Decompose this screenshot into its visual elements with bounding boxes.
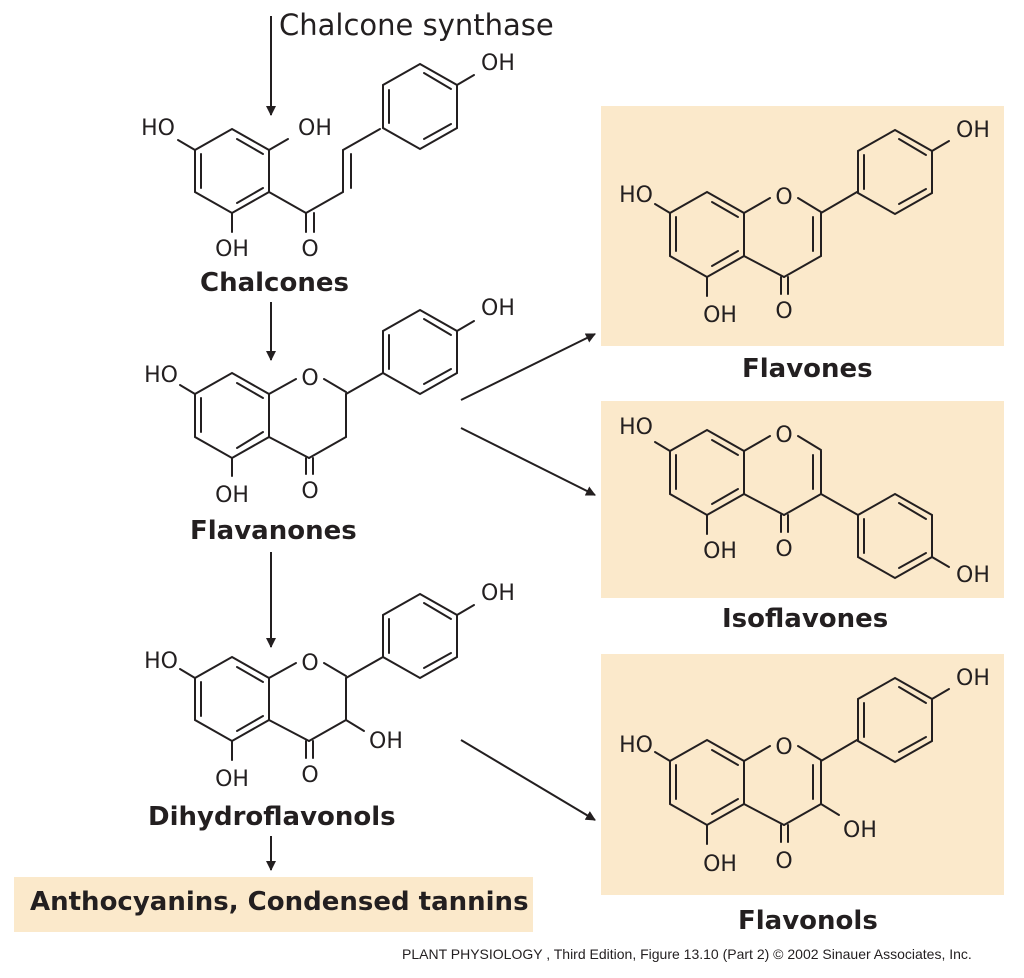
- isoflavone-oh-para: OH: [956, 563, 990, 588]
- flavanone-oh-para: OH: [481, 296, 515, 321]
- flavonols-label: Flavonols: [738, 906, 878, 936]
- flavone-oh-para: OH: [956, 118, 990, 143]
- dihydroflavonol-oh-3: OH: [369, 729, 403, 754]
- flavonol-oh-para: OH: [956, 666, 990, 691]
- flavone-ho: HO: [619, 183, 653, 208]
- flavanone-ho: HO: [144, 363, 178, 388]
- flavonol-oh-bottom: OH: [703, 852, 737, 877]
- dihydroflavonol-carbonyl-o: O: [301, 763, 318, 788]
- isoflavone-structure: [654, 428, 950, 580]
- dihydroflavonol-oh-bottom: OH: [215, 767, 249, 792]
- isoflavones-label: Isoflavones: [722, 604, 889, 634]
- chalcone-ho: HO: [141, 116, 175, 141]
- arrow-to-isoflavones: [460, 427, 596, 496]
- flavones-label: Flavones: [742, 354, 873, 384]
- flavone-oh-bottom: OH: [703, 303, 737, 328]
- flavones-panel: [601, 106, 1004, 346]
- chalcone-oh-bottom: OH: [215, 237, 249, 262]
- end-products-label: Anthocyanins, Condensed tannins: [30, 887, 529, 917]
- chalcone-oh-ortho: OH: [298, 116, 332, 141]
- arrow-to-flavonols: [460, 739, 596, 821]
- flavanone-oh-bottom: OH: [215, 483, 249, 508]
- figure-credit: PLANT PHYSIOLOGY , Third Edition, Figure…: [402, 946, 972, 962]
- isoflavones-panel: [601, 401, 1004, 598]
- chalcones-label: Chalcones: [200, 268, 349, 298]
- flavone-ring-o: O: [775, 185, 792, 210]
- isoflavone-ring-o: O: [775, 423, 792, 448]
- dihydroflavonol-oh-para: OH: [481, 581, 515, 606]
- dihydroflavonol-ring-o: O: [301, 651, 318, 676]
- enzyme-label: Chalcone synthase: [279, 8, 554, 42]
- end-products-panel: [14, 877, 533, 932]
- flavonol-ring-o: O: [775, 735, 792, 760]
- arrow-to-flavones: [460, 333, 596, 401]
- chalcone-atoms: HO OH OH O OH: [141, 51, 515, 262]
- flavonol-oh-3: OH: [843, 818, 877, 843]
- flavanone-atoms: HO O O OH OH: [144, 296, 515, 508]
- chalcone-oh-para: OH: [481, 51, 515, 76]
- dihydroflavonol-structure: [179, 592, 475, 761]
- dihydroflavonol-ho: HO: [144, 649, 178, 674]
- flavonol-ho: HO: [619, 733, 653, 758]
- isoflavone-ho: HO: [619, 415, 653, 440]
- pathway-arrows: [266, 16, 596, 871]
- flavanone-carbonyl-o: O: [301, 479, 318, 504]
- flavonol-atoms: HO O OH O OH OH: [619, 666, 990, 877]
- dihydroflavonols-label: Dihydroflavonols: [148, 802, 396, 832]
- flavanone-ring-o: O: [301, 366, 318, 391]
- flavonol-structure: [654, 676, 950, 845]
- isoflavone-oh-bottom: OH: [703, 539, 737, 564]
- flavone-atoms: HO O O OH OH: [619, 118, 990, 328]
- flavone-carbonyl-o: O: [775, 299, 792, 324]
- flavone-structure: [654, 128, 950, 297]
- flavanones-label: Flavanones: [190, 516, 357, 546]
- flavanone-structure: [179, 308, 475, 477]
- isoflavone-carbonyl-o: O: [775, 537, 792, 562]
- chalcone-structure: [177, 62, 475, 233]
- isoflavone-atoms: HO O O OH OH: [619, 415, 990, 588]
- dihydroflavonol-atoms: HO O OH O OH OH: [144, 581, 515, 792]
- flavonol-carbonyl-o: O: [775, 849, 792, 874]
- chalcone-carbonyl-o: O: [301, 237, 318, 262]
- flavonols-panel: [601, 654, 1004, 895]
